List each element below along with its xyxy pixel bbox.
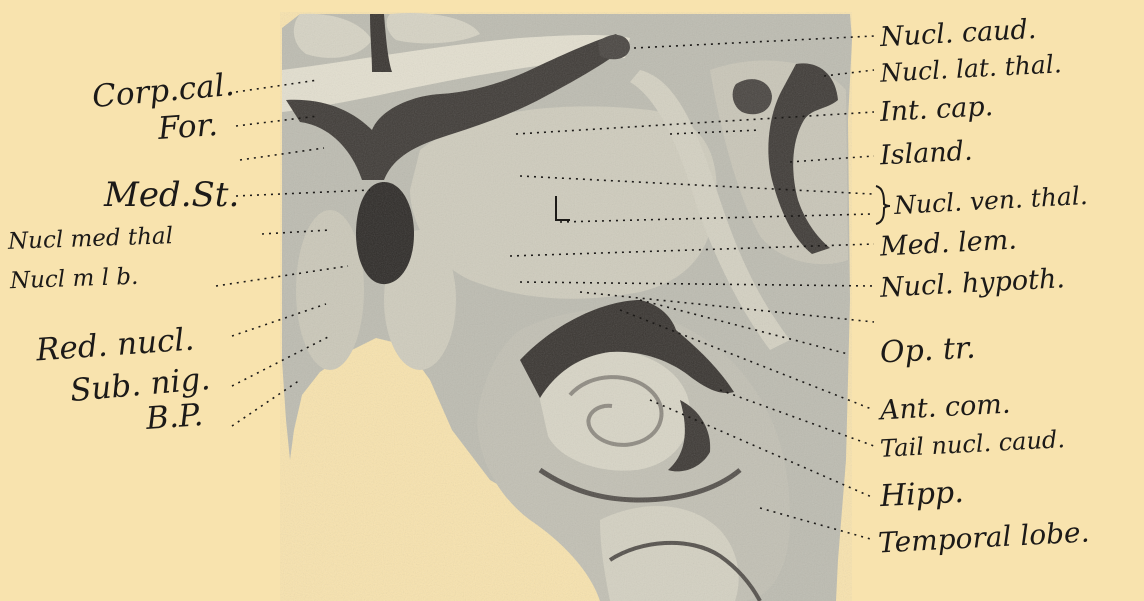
label-nucl-med-thal: Nucl med thal: [8, 225, 174, 254]
label-op-tr: Op. tr.: [879, 334, 976, 369]
label-med-st: Med.St.: [104, 178, 239, 212]
label-island: Island.: [879, 138, 973, 170]
label-ant-com: Ant. com.: [879, 391, 1011, 425]
label-for: For.: [157, 110, 219, 145]
label-med-lem: Med. lem.: [879, 226, 1017, 260]
label-bp: B.P.: [145, 400, 204, 435]
texture-overlay: [280, 12, 852, 601]
label-hipp: Hipp.: [879, 478, 964, 512]
label-int-cap: Int. cap.: [879, 93, 993, 126]
label-nucl-caud: Nucl. caud.: [879, 16, 1037, 51]
ven-thal-bracket: [876, 186, 890, 224]
label-nucl-m-l-b: Nucl m l b.: [10, 266, 139, 293]
